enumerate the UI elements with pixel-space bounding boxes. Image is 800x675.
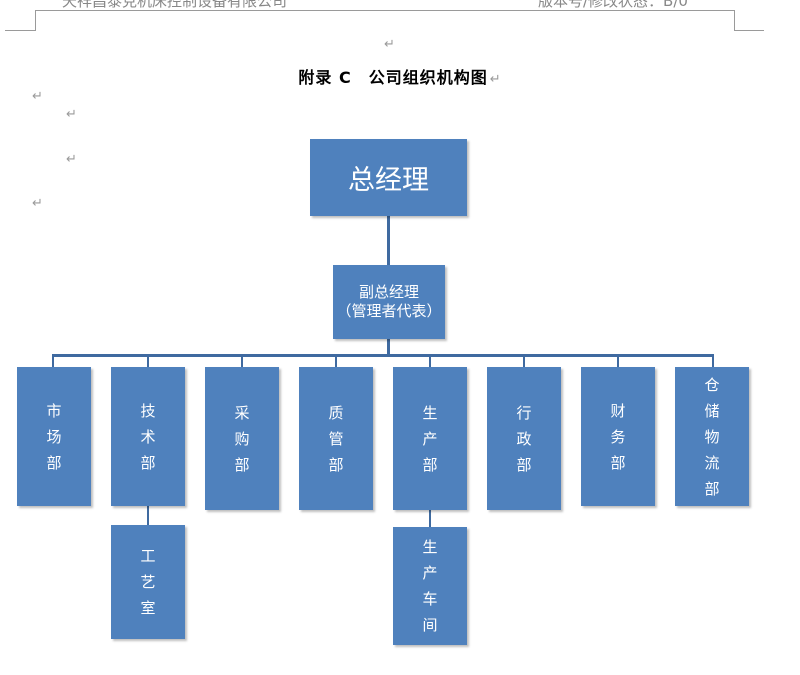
connector-drop — [523, 354, 525, 367]
org-box-label: 总经理 — [348, 165, 429, 196]
crop-mark-left-vertical — [35, 10, 36, 31]
org-box-label: 市场部 — [46, 401, 62, 472]
connector-drop — [712, 354, 714, 367]
org-box-department: 市场部 — [17, 367, 91, 506]
paragraph-mark: ↵ — [489, 72, 502, 87]
connector-drop — [241, 354, 243, 367]
org-box-department: 仓储物流部 — [675, 367, 749, 506]
org-box-general-manager: 总经理 — [310, 139, 467, 216]
org-box-department: 质管部 — [299, 367, 373, 510]
connector-production-sub — [429, 510, 431, 527]
page-title-text: 附录 C 公司组织机构图 — [298, 68, 488, 87]
org-box-label: 技术部 — [140, 401, 156, 472]
page-title: 附录 C 公司组织机构图↵ — [0, 64, 800, 88]
header-version: 版本号/修改状态：B/0 — [538, 0, 688, 10]
org-box-label: 生产车间 — [422, 538, 438, 634]
crop-mark-left-horizontal — [5, 30, 36, 31]
org-box-label: 工艺室 — [140, 547, 156, 617]
org-box-label: 生产部 — [422, 403, 438, 474]
org-box-label: 副总经理 （管理者代表） — [336, 283, 442, 320]
org-box-label: 仓储物流部 — [704, 375, 720, 498]
org-box-deputy-manager: 副总经理 （管理者代表） — [333, 265, 445, 339]
org-box-sub-unit: 工艺室 — [111, 525, 185, 639]
crop-mark-right-vertical — [734, 10, 735, 31]
org-box-label: 行政部 — [516, 403, 532, 474]
connector-drop — [617, 354, 619, 367]
connector-drop — [147, 354, 149, 367]
paragraph-mark: ↵ — [32, 196, 43, 211]
org-box-label: 采购部 — [234, 403, 250, 474]
crop-mark-right-horizontal — [734, 30, 764, 31]
org-box-department: 生产部 — [393, 367, 467, 510]
org-box-department: 行政部 — [487, 367, 561, 510]
header-company: 天祥昌泰克机床控制设备有限公司 — [62, 0, 288, 10]
org-box-department: 财务部 — [581, 367, 655, 506]
org-box-label: 财务部 — [610, 401, 626, 472]
connector-top-deputy — [387, 216, 390, 265]
org-box-label: 质管部 — [328, 403, 344, 474]
org-box-department: 技术部 — [111, 367, 185, 506]
paragraph-mark: ↵ — [66, 152, 77, 167]
paragraph-mark: ↵ — [32, 89, 43, 104]
connector-drop — [335, 354, 337, 367]
org-box-department: 采购部 — [205, 367, 279, 510]
connector-drop — [52, 354, 54, 367]
connector-tech-sub — [147, 506, 149, 525]
header-rule — [35, 10, 735, 11]
connector-deputy-bus — [387, 339, 390, 355]
connector-drop — [429, 354, 431, 367]
org-box-sub-unit: 生产车间 — [393, 527, 467, 645]
paragraph-mark: ↵ — [66, 107, 77, 122]
connector-department-bus — [52, 354, 714, 357]
paragraph-mark: ↵ — [384, 37, 395, 52]
